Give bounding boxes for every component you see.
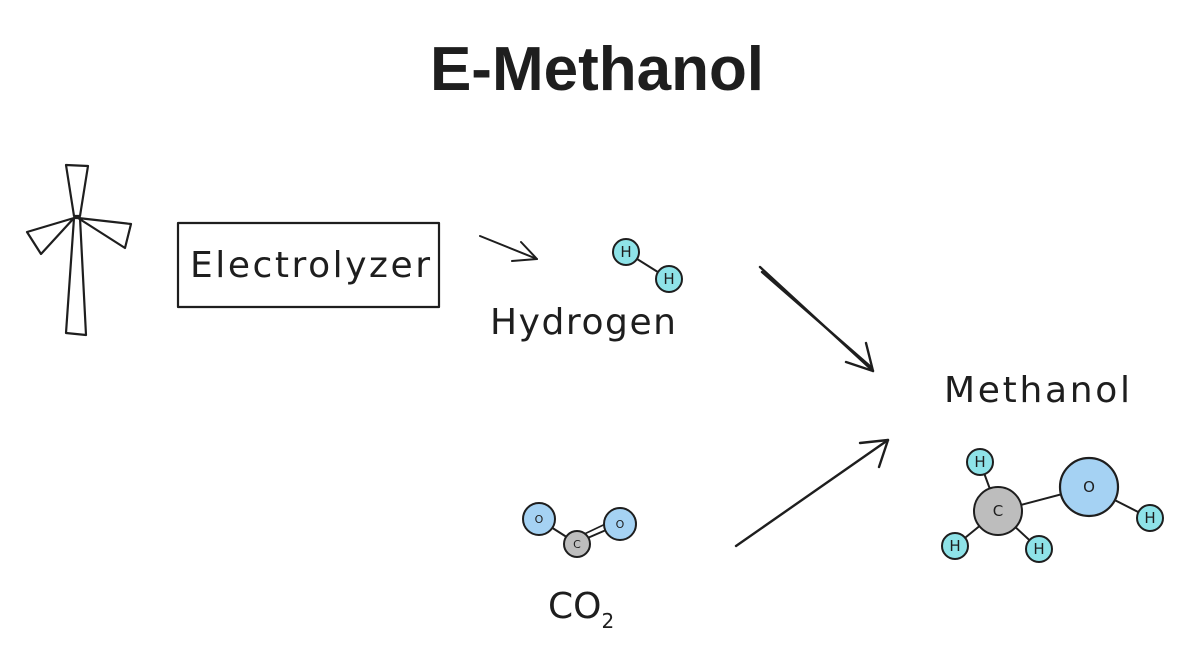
methanol-hydrogen-atom-bottom-label: H	[1033, 540, 1044, 558]
methanol-hydrogen-atom-right	[1136, 504, 1164, 532]
co2-label-main: CO	[548, 586, 601, 627]
methanol-carbon-atom	[973, 486, 1023, 536]
methanol-oxygen-atom-label: O	[1083, 478, 1095, 496]
methanol-label: Methanol	[944, 370, 1130, 411]
wind-turbine-icon	[25, 163, 133, 337]
methanol-hydrogen-atom-left	[941, 532, 969, 560]
hydrogen-molecule: H H	[612, 238, 683, 293]
co2-oxygen-atom-1-label: O	[535, 513, 544, 526]
methanol-hydrogen-atom-top-label: H	[974, 453, 985, 471]
co2-molecule: O C O	[522, 502, 637, 558]
hydrogen-label: Hydrogen	[490, 302, 676, 343]
hydrogen-atom-1	[612, 238, 640, 266]
electrolyzer-label: Electrolyzer	[190, 245, 430, 286]
hydrogen-atom-2-label: H	[663, 270, 674, 288]
arrow-co2-to-methanol	[734, 438, 890, 548]
methanol-molecule: H C H H O H	[941, 448, 1164, 563]
methanol-hydrogen-atom-top	[966, 448, 994, 476]
hydrogen-atom-1-label: H	[620, 243, 631, 261]
hydrogen-atom-2	[655, 265, 683, 293]
arrow-electrolyzer-to-hydrogen	[479, 235, 538, 262]
arrow-hydrogen-to-methanol	[758, 265, 875, 373]
electrolyzer-box: Electrolyzer	[176, 221, 441, 309]
co2-oxygen-atom-2-label: O	[616, 518, 625, 531]
co2-oxygen-atom-2	[603, 507, 637, 541]
co2-oxygen-atom-1	[522, 502, 556, 536]
methanol-hydrogen-atom-bottom	[1025, 535, 1053, 563]
methanol-carbon-atom-label: C	[993, 502, 1003, 520]
co2-carbon-atom	[563, 530, 591, 558]
co2-label: CO2	[548, 586, 614, 633]
co2-carbon-atom-label: C	[573, 538, 581, 551]
page-title: E-Methanol	[430, 35, 764, 104]
methanol-oxygen-atom	[1058, 456, 1120, 518]
methanol-hydrogen-atom-left-label: H	[949, 537, 960, 555]
methanol-hydrogen-atom-right-label: H	[1144, 509, 1155, 527]
co2-label-subscript: 2	[601, 609, 614, 633]
